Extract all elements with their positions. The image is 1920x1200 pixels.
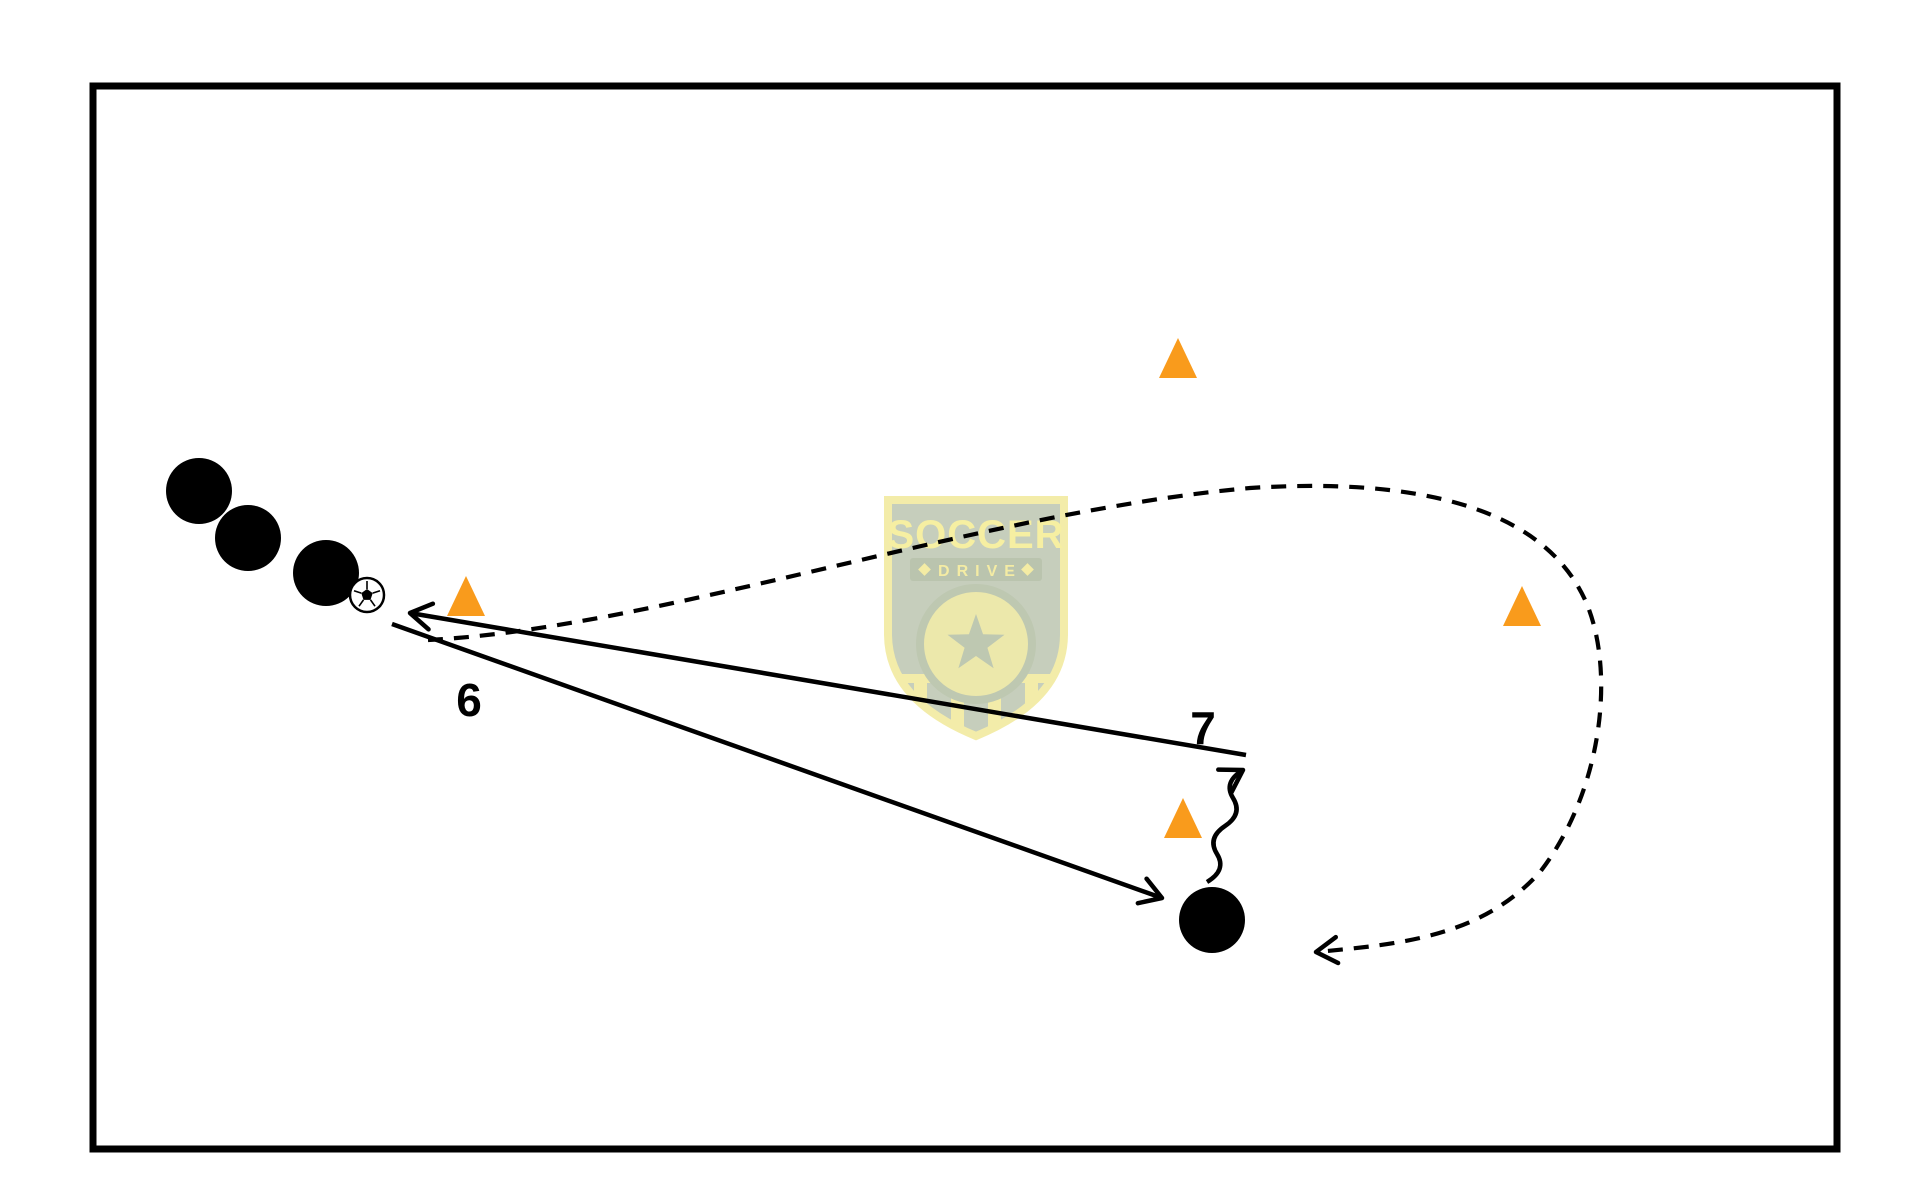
dribble-squiggle bbox=[1205, 767, 1246, 884]
cone-icon bbox=[447, 576, 485, 616]
player-marker bbox=[293, 540, 359, 606]
logo-star-icon bbox=[947, 614, 1005, 669]
cone-icon bbox=[1159, 338, 1197, 378]
cone-icon bbox=[1503, 586, 1541, 626]
pass-label-7: 7 bbox=[1190, 702, 1216, 754]
player-marker-receiver bbox=[1179, 887, 1245, 953]
player-marker bbox=[166, 458, 232, 524]
watermark-logo: SOCCER DRIVE bbox=[884, 496, 1068, 741]
cone-icon bbox=[1164, 798, 1202, 838]
field-boundary bbox=[89, 82, 1841, 1153]
logo-drive-band bbox=[910, 558, 1042, 581]
pass-label-6: 6 bbox=[456, 674, 482, 726]
pass-line-6 bbox=[391, 621, 1165, 906]
cone-marker-3 bbox=[1503, 586, 1541, 626]
ball-icon bbox=[348, 576, 386, 614]
pass-line-7 bbox=[407, 601, 1247, 758]
cone-marker-2 bbox=[1159, 338, 1197, 378]
logo-drive-text: DRIVE bbox=[938, 563, 1022, 580]
run-line-dashed bbox=[427, 483, 1604, 966]
cone-marker-1 bbox=[447, 576, 485, 616]
cone-marker-4 bbox=[1164, 798, 1202, 838]
player-marker bbox=[215, 505, 281, 571]
